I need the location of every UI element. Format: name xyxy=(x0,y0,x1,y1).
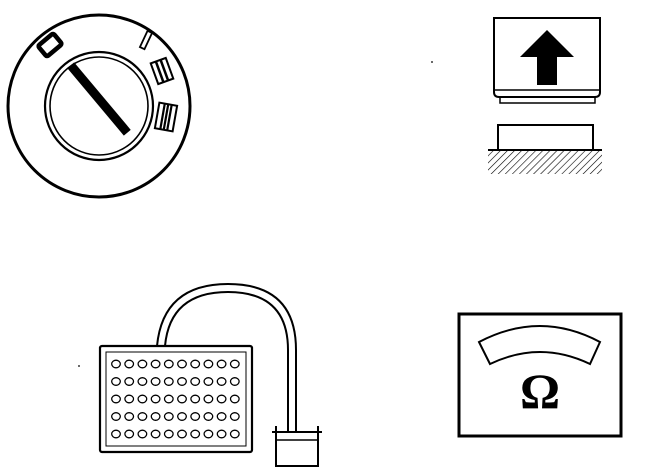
tester-socket xyxy=(137,429,148,439)
tester-socket xyxy=(229,429,240,439)
tester-socket xyxy=(163,359,174,369)
tester-socket xyxy=(111,394,121,404)
tester-socket xyxy=(177,359,187,369)
tester-socket xyxy=(150,377,161,386)
arrow-up-icon xyxy=(520,30,574,85)
position-label-iii xyxy=(153,101,179,133)
ignition-switch xyxy=(6,13,192,199)
tester-socket xyxy=(229,394,240,404)
cable-connector xyxy=(272,426,322,467)
tester-socket xyxy=(177,429,187,439)
tester-socket xyxy=(124,429,135,439)
tester-socket xyxy=(124,394,135,404)
position-label-i xyxy=(138,29,154,51)
tester-socket xyxy=(111,377,121,386)
tester-socket xyxy=(216,412,227,421)
ohmmeter: Ω xyxy=(457,312,623,438)
tester-socket xyxy=(137,412,148,421)
tester-socket xyxy=(137,377,148,386)
tester-socket xyxy=(190,377,201,386)
tester-socket xyxy=(111,412,121,421)
tester-socket xyxy=(137,394,148,404)
tester-socket xyxy=(203,412,214,421)
tester-socket xyxy=(163,394,174,404)
tester-socket xyxy=(163,429,174,439)
switch-inner-ring-inner xyxy=(49,56,149,156)
tester-socket xyxy=(177,394,187,404)
test-cable xyxy=(156,282,297,432)
tester-box xyxy=(98,344,254,454)
tester-socket xyxy=(190,394,201,404)
tester-socket xyxy=(190,412,201,421)
tester-socket xyxy=(124,359,135,369)
tester-socket xyxy=(229,377,240,386)
tester-socket xyxy=(190,429,201,439)
tester-socket xyxy=(229,412,240,421)
tester-socket xyxy=(177,412,187,421)
tester-socket xyxy=(229,359,240,369)
tester-socket xyxy=(190,359,201,369)
ohmmeter-scale-arc xyxy=(477,325,602,366)
key-slot xyxy=(67,62,131,136)
position-label-0 xyxy=(36,31,64,59)
position-label-ii xyxy=(149,56,175,86)
tester-socket xyxy=(216,359,227,369)
tester-socket xyxy=(163,412,174,421)
tester-socket xyxy=(124,377,135,386)
tester-socket xyxy=(216,429,227,439)
tester-socket xyxy=(203,359,214,369)
test-box-assembly xyxy=(98,282,322,467)
tester-socket xyxy=(150,412,161,421)
tester-socket xyxy=(111,359,121,369)
tester-socket xyxy=(124,412,135,421)
tester-grid-icon xyxy=(111,359,240,439)
tester-socket xyxy=(203,377,214,386)
tester-socket xyxy=(150,359,161,369)
tester-socket xyxy=(150,429,161,439)
tester-socket xyxy=(150,394,161,404)
tester-socket xyxy=(203,394,214,404)
tester-socket xyxy=(216,377,227,386)
lift-symbol xyxy=(488,17,602,174)
tester-socket xyxy=(216,394,227,404)
tester-socket xyxy=(163,377,174,386)
tester-socket xyxy=(137,359,148,369)
ohm-symbol: Ω xyxy=(520,363,560,419)
lift-platform xyxy=(497,124,594,151)
tester-socket xyxy=(177,377,187,386)
tester-socket xyxy=(203,429,214,439)
scan-dots xyxy=(78,61,433,367)
ground-hatch xyxy=(488,150,602,174)
tester-socket xyxy=(111,429,121,439)
